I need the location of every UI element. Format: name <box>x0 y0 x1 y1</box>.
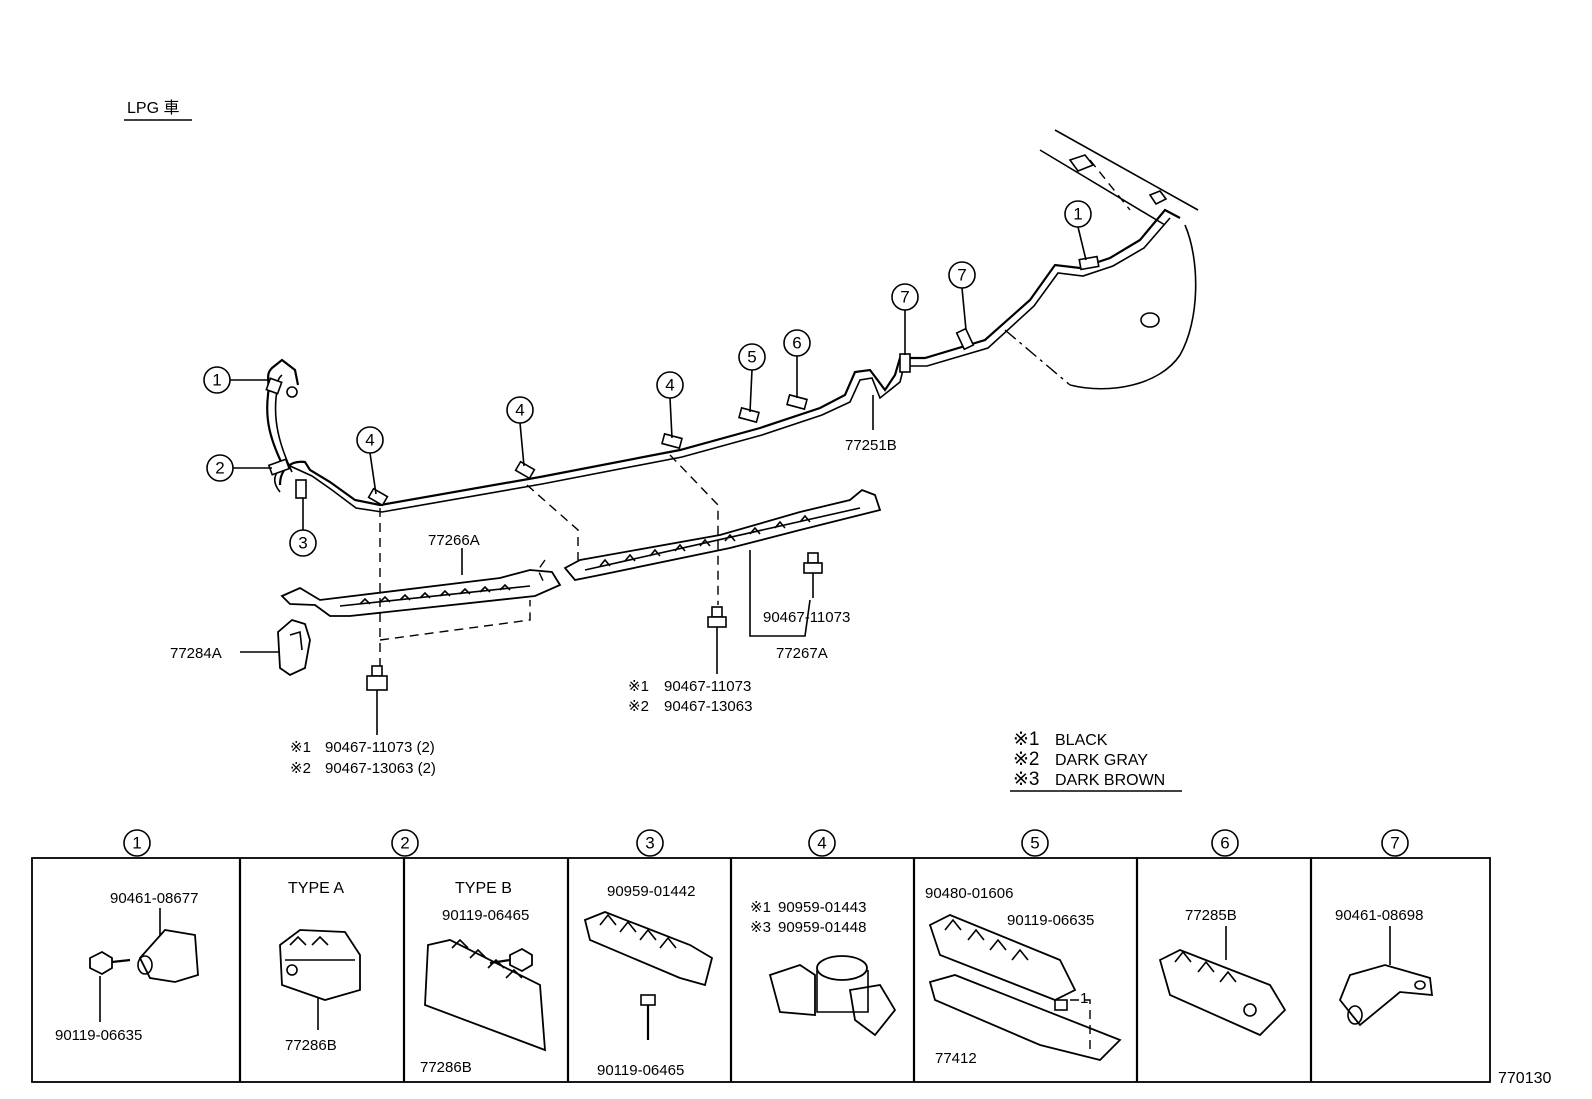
svg-text:90119-06635: 90119-06635 <box>55 1027 142 1044</box>
svg-text:7: 7 <box>1390 834 1399 853</box>
svg-text:90959-01443: 90959-01443 <box>778 899 866 916</box>
page-title: LPG 車 <box>127 99 179 117</box>
callout-pipe-2: 2 <box>206 454 272 482</box>
svg-text:2: 2 <box>400 834 409 853</box>
svg-text:1: 1 <box>1080 990 1088 1007</box>
callout-pipe-1b: 1 <box>1064 200 1092 261</box>
color-legend: ※1 BLACK ※2 DARK GRAY ※3 DARK BROWN <box>1010 729 1182 792</box>
svg-text:2: 2 <box>215 459 224 478</box>
svg-text:※2: ※2 <box>1013 749 1040 770</box>
part-77267a: 77267A <box>776 645 828 662</box>
svg-text:90461-08677: 90461-08677 <box>110 890 198 907</box>
callout-pipe-4c: 4 <box>656 371 684 439</box>
part-90467-11073-right: 90467-11073 <box>763 609 850 626</box>
svg-text:90461-08698: 90461-08698 <box>1335 907 1423 924</box>
svg-text:6: 6 <box>792 334 801 353</box>
callout-pipe-3: 3 <box>289 498 317 557</box>
svg-text:3: 3 <box>645 834 654 853</box>
svg-text:90959-01442: 90959-01442 <box>607 883 695 900</box>
callout-pipe-7a: 7 <box>891 283 919 355</box>
svg-text:※1: ※1 <box>750 899 771 916</box>
svg-text:90959-01448: 90959-01448 <box>778 919 866 936</box>
svg-text:90119-06635: 90119-06635 <box>1007 912 1094 929</box>
svg-text:※3: ※3 <box>1013 769 1040 790</box>
cell-2-type-a: TYPE A 77286B <box>279 880 361 1054</box>
bolt-mid <box>707 606 727 674</box>
svg-text:DARK BROWN: DARK BROWN <box>1055 772 1165 789</box>
callout-pipe-4a: 4 <box>356 426 384 495</box>
svg-text:77284A: 77284A <box>170 645 222 662</box>
svg-text:90467-13063: 90467-13063 <box>664 698 752 715</box>
svg-text:1: 1 <box>212 371 221 390</box>
callout-pipe-4b: 4 <box>506 396 534 467</box>
svg-text:3: 3 <box>298 534 307 553</box>
svg-text:1: 1 <box>132 834 141 853</box>
svg-text:7: 7 <box>900 288 909 307</box>
svg-text:90467-13063 (2): 90467-13063 (2) <box>325 760 436 777</box>
svg-text:DARK GRAY: DARK GRAY <box>1055 752 1148 769</box>
svg-text:77286B: 77286B <box>285 1037 337 1054</box>
svg-text:6: 6 <box>1220 834 1229 853</box>
figure-id: 770130 <box>1498 1070 1551 1087</box>
svg-text:TYPE A: TYPE A <box>288 880 344 897</box>
svg-text:90467-11073: 90467-11073 <box>664 678 751 695</box>
fuel-pipe <box>265 208 1181 513</box>
svg-text:※2: ※2 <box>290 760 311 777</box>
cell-3: 90959-01442 90119-06465 <box>583 883 714 1079</box>
cell-7: 90461-08698 <box>1335 907 1434 1027</box>
svg-text:BLACK: BLACK <box>1055 732 1108 749</box>
svg-text:※2: ※2 <box>628 698 649 715</box>
cell-1: 90461-08677 90119-06635 <box>55 890 199 1044</box>
svg-text:90119-06465: 90119-06465 <box>597 1062 684 1079</box>
callout-pipe-1a: 1 <box>203 366 268 394</box>
svg-text:77412: 77412 <box>935 1050 977 1067</box>
svg-text:4: 4 <box>365 431 374 450</box>
note-left: ※1 90467-11073 (2) ※2 90467-13063 (2) <box>290 739 436 777</box>
svg-text:4: 4 <box>665 376 674 395</box>
cell-5: 90480-01606 90119-06635 1 77412 <box>925 885 1122 1067</box>
svg-text:※1: ※1 <box>290 739 311 756</box>
svg-text:1: 1 <box>1073 205 1082 224</box>
cell-6: 77285B <box>1158 907 1287 1037</box>
svg-text:90119-06465: 90119-06465 <box>442 907 529 924</box>
callout-pipe-5: 5 <box>738 343 766 413</box>
fuel-tank <box>1004 129 1199 390</box>
part-77251b: 77251B <box>845 437 897 454</box>
svg-text:77286B: 77286B <box>420 1059 472 1076</box>
svg-text:※3: ※3 <box>750 919 771 936</box>
clip-table: 1 2 3 4 5 6 7 90461-08677 90119-06635 TY… <box>31 829 1491 1083</box>
dashed-guides <box>379 454 719 675</box>
note-mid: ※1 90467-11073 ※2 90467-13063 <box>628 678 752 715</box>
cell-2-type-b: TYPE B 90119-06465 77286B <box>420 880 547 1076</box>
bolt-left <box>366 665 388 735</box>
part-77266a: 77266A <box>428 532 480 549</box>
svg-text:5: 5 <box>747 348 756 367</box>
svg-text:7: 7 <box>957 266 966 285</box>
bracket-77284a: 77284A <box>170 618 311 677</box>
cell-4: ※1 90959-01443 ※3 90959-01448 <box>750 899 897 1037</box>
callout-pipe-7b: 7 <box>948 261 976 331</box>
svg-text:77285B: 77285B <box>1185 907 1237 924</box>
svg-text:TYPE B: TYPE B <box>455 880 512 897</box>
svg-text:※1: ※1 <box>628 678 649 695</box>
callout-pipe-6: 6 <box>783 329 811 398</box>
rail-front: 77266A <box>280 532 562 617</box>
svg-text:※1: ※1 <box>1013 729 1040 750</box>
svg-text:4: 4 <box>817 834 826 853</box>
svg-text:90480-01606: 90480-01606 <box>925 885 1013 902</box>
svg-text:5: 5 <box>1030 834 1039 853</box>
rail-rear <box>563 488 882 637</box>
bolt-right <box>803 552 823 598</box>
svg-text:4: 4 <box>515 401 524 420</box>
svg-text:90467-11073 (2): 90467-11073 (2) <box>325 739 435 756</box>
